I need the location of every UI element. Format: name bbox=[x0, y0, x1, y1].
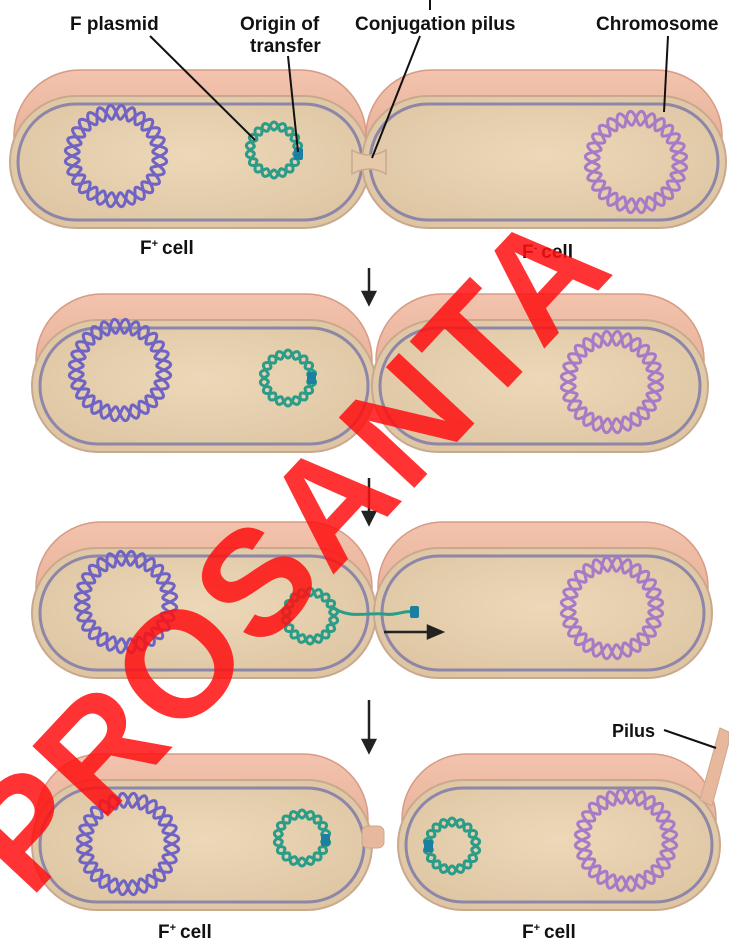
origin-of-transfer-row2 bbox=[307, 372, 316, 384]
conjugation-pilus-label: Conjugation pilus bbox=[355, 14, 515, 35]
f-plus-cell-label-bottom-left: F+cell bbox=[158, 922, 212, 943]
origin-of-transfer-label-line1: Origin of bbox=[240, 14, 320, 35]
pilus-pointer bbox=[664, 730, 716, 748]
origin-of-transfer-label-line2: transfer bbox=[250, 36, 321, 57]
f-plus-cell-label-bottom-right: F+cell bbox=[522, 922, 576, 943]
origin-of-transfer-row3 bbox=[410, 606, 419, 618]
f-plasmid-label: F plasmid bbox=[70, 14, 159, 35]
f-plus-cell-label-top: F+cell bbox=[140, 238, 194, 259]
origin-of-transfer-row4-left bbox=[321, 834, 330, 846]
pilus-label: Pilus bbox=[612, 721, 655, 741]
cell-f-plus-row4-right-body bbox=[398, 780, 720, 910]
step-arrow-3 bbox=[363, 700, 375, 752]
origin-of-transfer-row4-right bbox=[424, 840, 433, 852]
pilus-stub-row4 bbox=[362, 826, 384, 848]
pilus-row4 bbox=[700, 728, 729, 806]
step-arrow-1 bbox=[363, 268, 375, 304]
chromosome-label: Chromosome bbox=[596, 14, 718, 35]
cell-f-plus-row1 bbox=[10, 70, 370, 228]
